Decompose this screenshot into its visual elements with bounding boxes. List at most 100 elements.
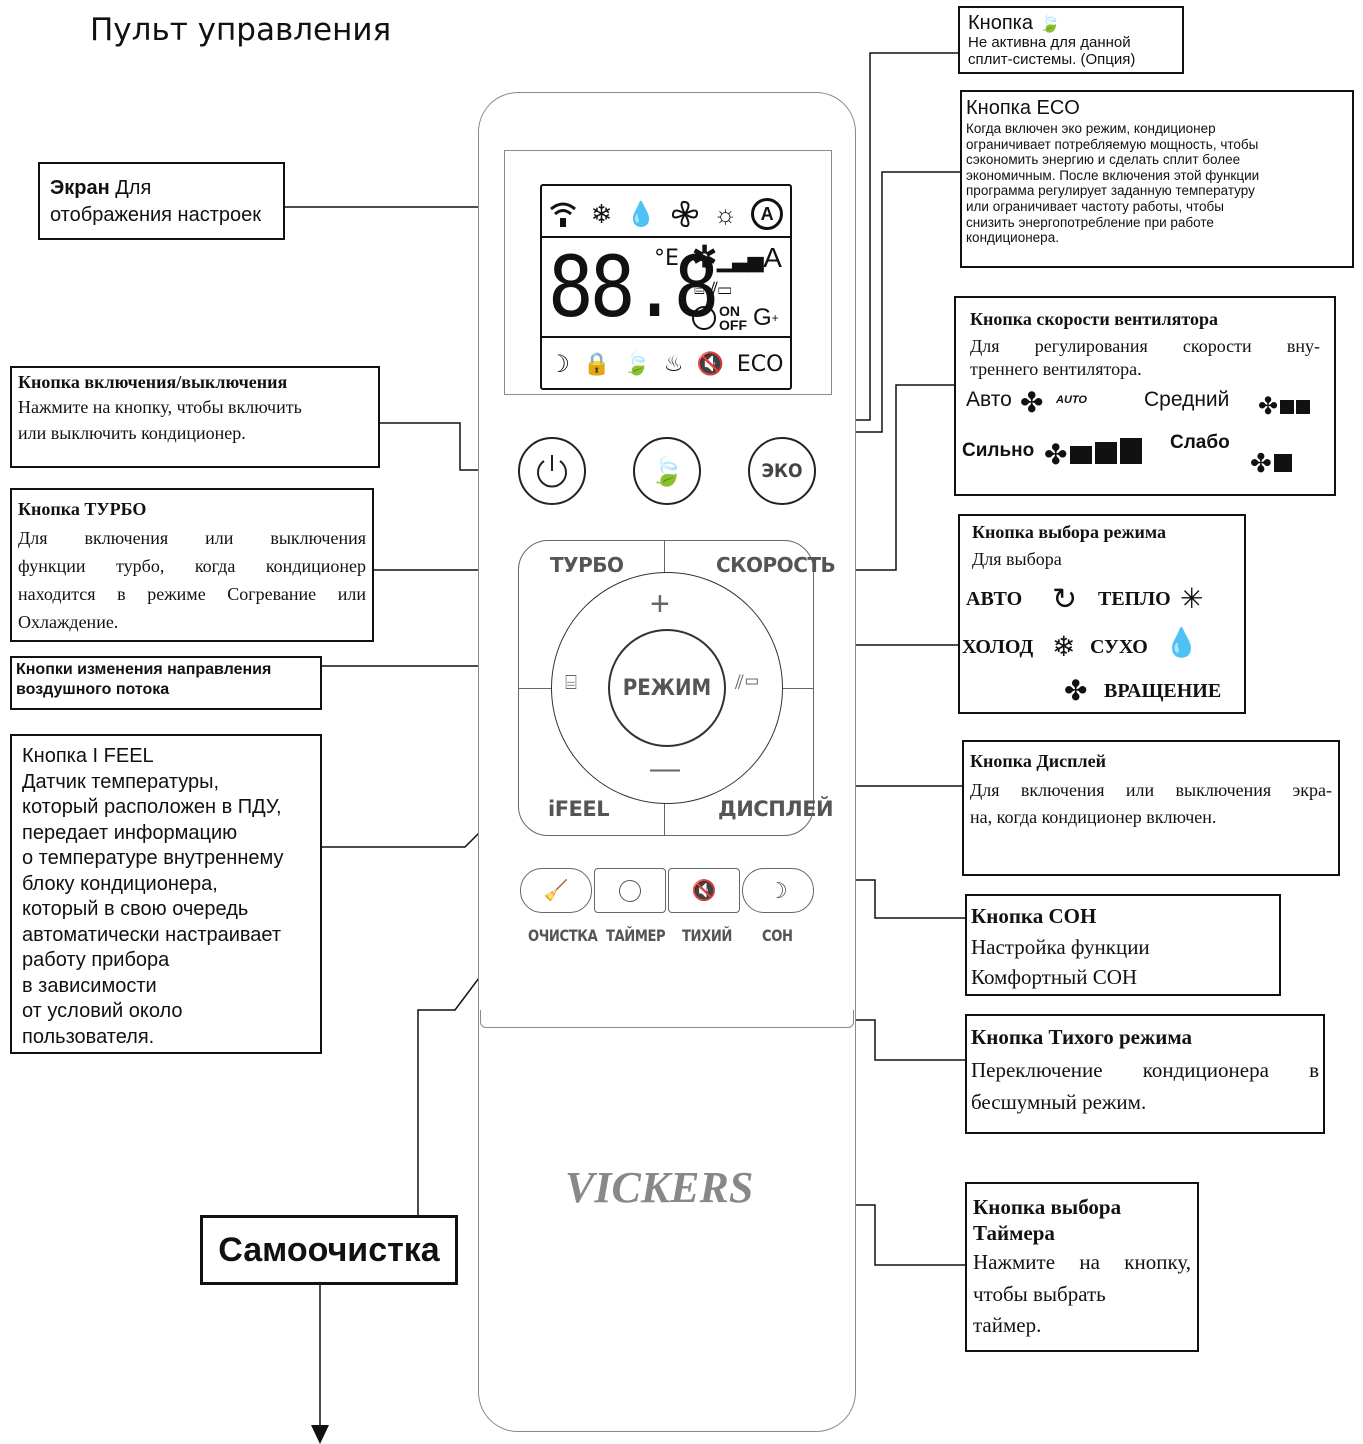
mode-dry-label: СУХО [1090, 636, 1148, 658]
callout-turbo-line1: Для включения или выключения [18, 528, 366, 548]
callout-turbo-line2: функции турбо, когда кондиционер [18, 556, 366, 576]
lcd-fan-auto: A [763, 242, 782, 273]
leaf-button[interactable]: 🍃 [633, 437, 701, 505]
callout-eco-line: ограничивает потребляемую мощность, чтоб… [966, 136, 1259, 152]
leaf-icon: 🍃 [623, 351, 651, 376]
callout-leaf-line1: Не активна для данной [968, 34, 1131, 51]
callout-fan-line1: Для регулирования скорости вну- [970, 336, 1320, 356]
callout-ifeel-line: который расположен в ПДУ, [22, 796, 282, 818]
fan-medium-label: Средний [1144, 388, 1230, 411]
turbo-button[interactable]: ТУРБО [550, 553, 624, 577]
lcd-separator-bottom [542, 336, 790, 338]
lcd-digits: 88.8 [548, 238, 719, 336]
fan-weak-label: Слабо [1170, 432, 1230, 453]
callout-ifeel-line: блоку кондиционера, [22, 872, 218, 895]
callout-mode-line1: Для выбора [972, 549, 1062, 569]
callout-eco-line: сэкономить энергию и сделать сплит более [966, 152, 1241, 168]
eco-button[interactable]: ЭКО [748, 437, 816, 505]
clean-button[interactable]: 🧹 [520, 868, 592, 913]
callout-eco-line: кондиционера. [966, 230, 1059, 246]
quiet-button[interactable]: 🔇 [668, 868, 740, 913]
callout-eco-line: экономичным. После включения этой функци… [966, 167, 1260, 183]
callout-timer-title1: Кнопка выбора [973, 1195, 1122, 1219]
fan-icon: ✤ [1064, 676, 1088, 707]
callout-display-line1: Для включения или выключения экра- [970, 780, 1332, 800]
speed-button[interactable]: СКОРОСТЬ [716, 553, 836, 577]
wifi-icon [549, 202, 576, 227]
swing-vertical-button[interactable]: ⌸ [565, 672, 577, 695]
callout-timer: Кнопка выбора Таймера Нажмите на кнопку,… [965, 1182, 1199, 1352]
callout-selfclean-label: Самоочистка [218, 1230, 440, 1269]
page-title: Пульт управления [90, 12, 392, 48]
callout-mode: Кнопка выбора режима Для выбора АВТО ↻ Т… [958, 514, 1246, 714]
callout-timer-line2: чтобы выбрать [973, 1282, 1106, 1306]
sun-icon: ☼ [713, 198, 738, 229]
mode-cool-label: ХОЛОД [962, 636, 1034, 658]
callout-swing-line2: воздушного потока [16, 681, 170, 698]
callout-sleep-title: Кнопка СОН [971, 904, 1097, 928]
lock-icon: 🔒 [582, 351, 611, 376]
callout-ifeel-line: от условий около [22, 1000, 183, 1022]
callout-screen: Экран Для отображения настроек [38, 162, 285, 240]
drop-icon: 💧 [626, 200, 657, 228]
fan-icon [671, 200, 698, 228]
lcd-unit: °E [654, 246, 679, 271]
minus-button[interactable]: — [650, 752, 680, 785]
timer-button[interactable] [594, 868, 666, 913]
callout-timer-title2: Таймера [973, 1221, 1055, 1245]
mute-icon: 🔇 [696, 351, 724, 376]
moon-icon: ☽ [548, 350, 570, 378]
lcd-g: G [753, 304, 772, 331]
callout-ifeel-line: работу прибора [22, 949, 170, 971]
callout-quiet-line2: бесшумный режим. [971, 1090, 1147, 1114]
quiet-label: ТИХИЙ [682, 926, 732, 945]
screen-frame [504, 150, 832, 395]
lcd-separator-top [542, 236, 790, 238]
callout-turbo-line3: находится в режиме Согревание или [18, 584, 366, 604]
fan-medium-icon: ✤ [1258, 392, 1311, 421]
callout-turbo-title: Кнопка ТУРБО [18, 499, 147, 519]
sleep-button[interactable]: ☽ [742, 868, 814, 913]
callout-swing-line1: Кнопки изменения направления [16, 661, 272, 678]
snowflake-icon: ❄ [590, 198, 613, 229]
callout-turbo-line4: Охлаждение. [18, 612, 119, 632]
plus-button[interactable]: + [650, 585, 670, 623]
callout-fan-line2: треннего вентилятора. [970, 359, 1142, 379]
callout-display-title: Кнопка Дисплей [970, 751, 1106, 771]
timer-label: ТАЙМЕР [606, 926, 666, 945]
mute-icon: 🔇 [691, 880, 717, 902]
auto-mode-icon: A [751, 198, 784, 230]
callout-eco-line: программа регулирует заданную температур… [966, 183, 1255, 199]
lcd-timer: ON OFF G+ [692, 304, 779, 332]
callout-sleep: Кнопка СОН Настройка функции Комфортный … [965, 894, 1281, 996]
callout-timer-line1: Нажмите на кнопку, [973, 1250, 1191, 1274]
callout-fan: Кнопка скорости вентилятора Для регулиро… [954, 296, 1336, 496]
lcd-mode-icons: ❄ 💧 ☼ A [542, 194, 790, 234]
power-button[interactable] [518, 437, 586, 505]
lcd-status-icons: ☽ 🔒 🍃 ♨ 🔇 ECO [542, 342, 790, 386]
callout-leaf-line2: сплит-системы. (Опция) [968, 51, 1136, 68]
lcd-off: OFF [719, 317, 747, 333]
brand-logo: VICKERS [565, 1163, 754, 1212]
display-button[interactable]: ДИСПЛЕЙ [718, 797, 834, 821]
fan-auto-icon: ✤ [1020, 387, 1044, 418]
callout-power-line1: Нажмите на кнопку, чтобы включить [18, 397, 302, 417]
callout-ifeel-line: о температуре внутреннему [22, 847, 284, 869]
fan-auto-tag: AUTO [1056, 394, 1087, 406]
callout-display: Кнопка Дисплей Для включения или выключе… [962, 740, 1340, 876]
swing-vertical-icon: ⌸ [565, 672, 577, 694]
ifeel-button[interactable]: iFEEL [548, 797, 610, 821]
callout-ifeel-line: автоматически настраивает [22, 923, 282, 946]
swing-horizontal-button[interactable]: ⫽▭ [735, 672, 760, 695]
leaf-icon: 🍃 [1038, 13, 1061, 33]
fan-auto-label: Авто [966, 388, 1012, 411]
clock-icon [692, 306, 716, 330]
callout-sleep-line2: Комфортный СОН [971, 965, 1138, 989]
remote-lid-edge [480, 1010, 854, 1028]
lcd-swing-icons: ⌸ ⫽▭ [694, 278, 732, 298]
mode-button[interactable]: РЕЖИМ [608, 629, 726, 747]
callout-eco-line: или ограничивает частоту работы, чтобы [966, 198, 1224, 214]
callout-screen-text1: Для [109, 177, 152, 199]
